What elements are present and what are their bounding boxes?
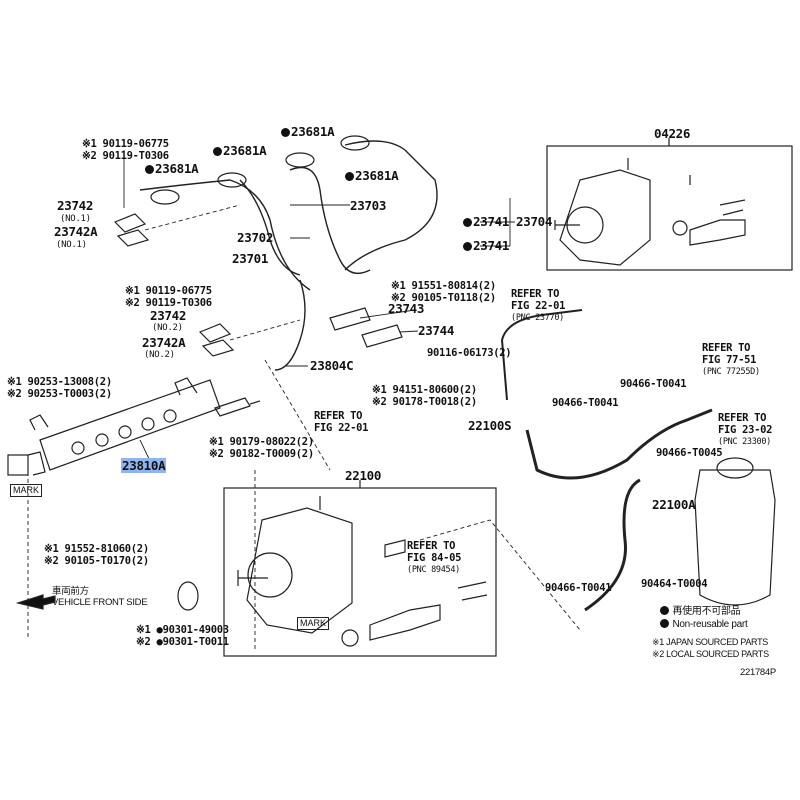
pump-22100-icon	[237, 496, 488, 647]
pipe-23701-label: 23701	[232, 251, 269, 266]
clamp-90464-label: 90464-T0004	[641, 578, 708, 590]
direction-jp-label: 車両前方	[52, 586, 89, 597]
front-arrow-icon	[15, 594, 56, 610]
clamp-23742-no2-label: 23742	[150, 308, 187, 323]
legend-non-reusable-jp: 再使用不可部品	[660, 606, 741, 618]
clip-90466-a-label: 90466-T0041	[552, 397, 619, 409]
injection-pipes	[139, 140, 438, 371]
sleeve-label-d: 23681A	[345, 169, 399, 182]
clamp-23744-icon	[361, 324, 403, 348]
non-reusable-dot-icon	[463, 218, 472, 227]
pump-22100-label: 22100	[345, 468, 382, 483]
clip-90466-c-label: 90466-T0041	[545, 582, 612, 594]
legend-local: ※2 LOCAL SOURCED PARTS	[652, 649, 769, 659]
pipe-22-01-icon	[500, 309, 583, 401]
clip-90466-t0045-label: 90466-T0045	[656, 447, 723, 459]
mark-rail-label: MARK	[10, 484, 43, 497]
non-reusable-dot-icon	[463, 242, 472, 251]
non-reusable-dot-icon	[213, 147, 222, 156]
hose-22100s-icon	[525, 408, 713, 480]
clamp-23742-no2-sub: (NO.2)	[152, 323, 183, 333]
nut-94151-label: ※1 94151-80600(2)※2 90178-T0018(2)	[372, 384, 477, 408]
clamp-no1-icon	[113, 213, 150, 247]
bolt-clamp1-label: ※1 90119-06775※2 90119-T0306	[82, 138, 169, 162]
clamp-23742a-no1-sub: (NO.1)	[56, 240, 87, 250]
clamp-23742a-no1-label: 23742A	[54, 224, 98, 239]
stud-90116-label: 90116-06173(2)	[427, 347, 512, 359]
direction-en-label: VEHICLE FRONT SIDE	[52, 597, 148, 608]
hose-22100a-icon	[584, 478, 641, 612]
hose-22100a-label: 22100A	[652, 497, 696, 512]
legend-japan: ※1 JAPAN SOURCED PARTS	[652, 637, 768, 647]
pipe-23702-label: 23702	[237, 230, 274, 245]
nut-90179-label: ※1 90179-08022(2)※2 90182-T0009(2)	[209, 436, 314, 460]
legend-non-reusable-en: Non-reusable part	[660, 619, 748, 631]
clamp-23742-no1-sub: (NO.1)	[60, 214, 91, 224]
oring-90301-b-label: ※2 ●90301-T0011	[136, 636, 229, 648]
pump-04226-box	[546, 145, 793, 271]
oring-icon	[177, 581, 199, 611]
clamp-23741-b-label: 23741	[463, 239, 509, 252]
sleeve-label-c: 23681A	[281, 125, 335, 138]
clamp-no2-icon	[198, 323, 235, 357]
fuel-rail-icon	[7, 377, 261, 476]
sleeve-icons	[150, 135, 370, 205]
pump-04226-label: 04226	[654, 126, 691, 141]
clamp-23743-icon	[329, 307, 371, 331]
fuel-filter-icon	[694, 457, 776, 606]
clamp-23741-a-label: 23741	[463, 215, 509, 228]
oring-90301-a-label: ※1 ●90301-49003	[136, 624, 229, 636]
non-reusable-dot-icon	[345, 172, 354, 181]
non-reusable-dot-icon	[145, 165, 154, 174]
non-reusable-dot-icon	[281, 128, 290, 137]
clip-90466-b-label: 90466-T0041	[620, 378, 687, 390]
rail-23810a-label[interactable]: 23810A	[121, 458, 167, 473]
clamp-23742a-no2-sub: (NO.2)	[144, 350, 175, 360]
bolt-clamp2-label: ※1 90119-06775※2 90119-T0306	[125, 285, 212, 309]
clamp-23743-label: 23743	[388, 301, 425, 316]
mark-pump-label: MARK	[297, 617, 330, 630]
clamp-23742a-no2-label: 23742A	[142, 335, 186, 350]
figure-id: 221784P	[740, 667, 776, 678]
sleeve-label-a: 23681A	[145, 162, 199, 175]
pipe-23804c-label: 23804C	[310, 358, 354, 373]
bolt-91552-label: ※1 91552-81060(2)※2 90105-T0170(2)	[44, 543, 149, 567]
clamp-23742-no1-label: 23742	[57, 198, 94, 213]
pipe-23703-label: 23703	[350, 198, 387, 213]
bolt-90253-label: ※1 90253-13008(2)※2 90253-T0003(2)	[7, 376, 112, 400]
pump-04226-icon	[554, 158, 746, 266]
non-reusable-dot-icon	[660, 606, 669, 615]
clamp-23744-label: 23744	[418, 323, 455, 338]
hose-22100s-label: 22100S	[468, 418, 512, 433]
sleeve-label-b: 23681A	[213, 144, 267, 157]
non-reusable-dot-icon	[660, 619, 669, 628]
pipe-23704-label: 23704	[516, 214, 553, 229]
bolt-91551-label: ※1 91551-80814(2)※2 90105-T0118(2)	[391, 280, 496, 304]
